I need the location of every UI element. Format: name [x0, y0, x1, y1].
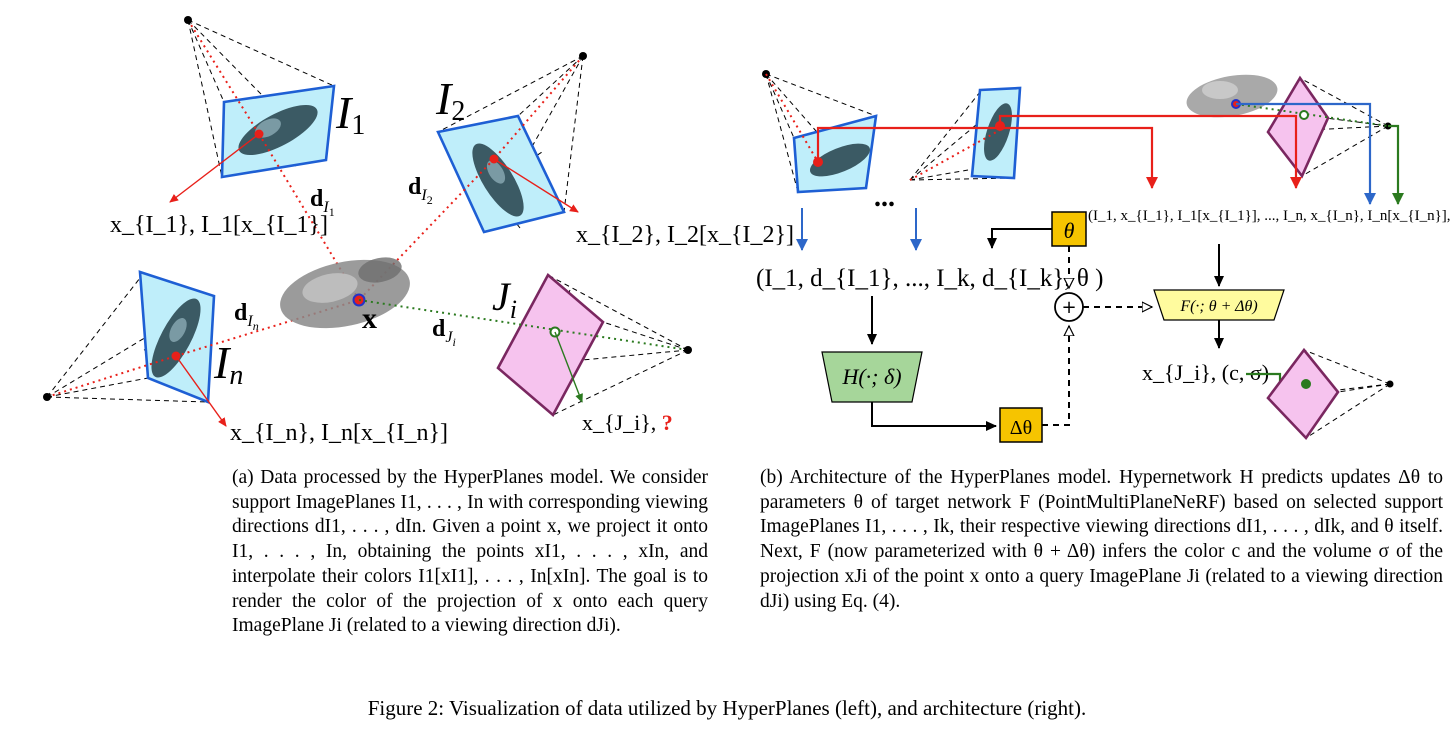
- figure-caption: Figure 2: Visualization of data utilized…: [367, 696, 1087, 720]
- panel-a: I1 I2: [43, 16, 794, 446]
- output-label: x_{J_i}, (c, σ): [1142, 360, 1269, 385]
- delta-theta-box: [999, 407, 1043, 443]
- car-thumb-b1-icon: [809, 143, 871, 177]
- label-i1: I1: [335, 87, 365, 141]
- label-proj-i1: x_{I_1}, I_1[x_{I_1}]: [110, 212, 328, 238]
- caption-b: (b) Architecture of the HyperPlanes mode…: [760, 467, 1443, 612]
- query-plane-b-bottom: [1266, 347, 1340, 441]
- label-i2: I2: [435, 73, 465, 127]
- panel-b: ...: [756, 70, 1454, 443]
- car-thumb-in-icon: [151, 298, 201, 378]
- hypernetwork-box: [821, 351, 923, 403]
- dots: ...: [874, 182, 895, 213]
- label-d-in: dIn: [234, 300, 259, 333]
- label-proj-in: x_{I_n}, I_n[x_{I_n}]: [230, 420, 448, 446]
- hypernetwork-label: H(·; δ): [841, 364, 901, 389]
- plus-label: +: [1061, 297, 1076, 318]
- car-thumb-i2-icon: [472, 143, 524, 217]
- query-plane-b-top: [1266, 75, 1330, 179]
- theta-box: [1051, 211, 1087, 247]
- target-network-box: [1153, 289, 1285, 321]
- delta-theta-label: Δθ: [1010, 417, 1032, 439]
- target-network-label: F(·; θ + Δθ): [1179, 298, 1257, 315]
- caption-a: (a) Data processed by the HyperPlanes mo…: [232, 467, 708, 637]
- label-proj-i2: x_{I_2}, I_2[x_{I_2}]: [576, 222, 794, 248]
- label-d-i2: dI2: [408, 174, 433, 207]
- label-proj-ji: x_{J_i}, ?: [582, 410, 673, 435]
- query-plane-ji: [496, 272, 605, 418]
- figure-diagram: I1 I2: [43, 16, 1454, 446]
- label-d-i1: dI1: [310, 186, 335, 219]
- point-x: x: [362, 302, 377, 335]
- theta-label: θ: [1064, 218, 1075, 243]
- label-in: In: [213, 337, 243, 391]
- query-set: (I_1, x_{I_1}, I_1[x_{I_1}], ..., I_n, x…: [1088, 208, 1454, 224]
- support-set: (I_1, d_{I_1}, ..., I_k, d_{I_k}, θ ): [756, 265, 1103, 292]
- car-thumb-b2-icon: [984, 103, 1012, 161]
- label-d-ji: dJi: [432, 316, 456, 349]
- label-ji: Ji: [492, 274, 517, 324]
- car-icon: [280, 257, 410, 329]
